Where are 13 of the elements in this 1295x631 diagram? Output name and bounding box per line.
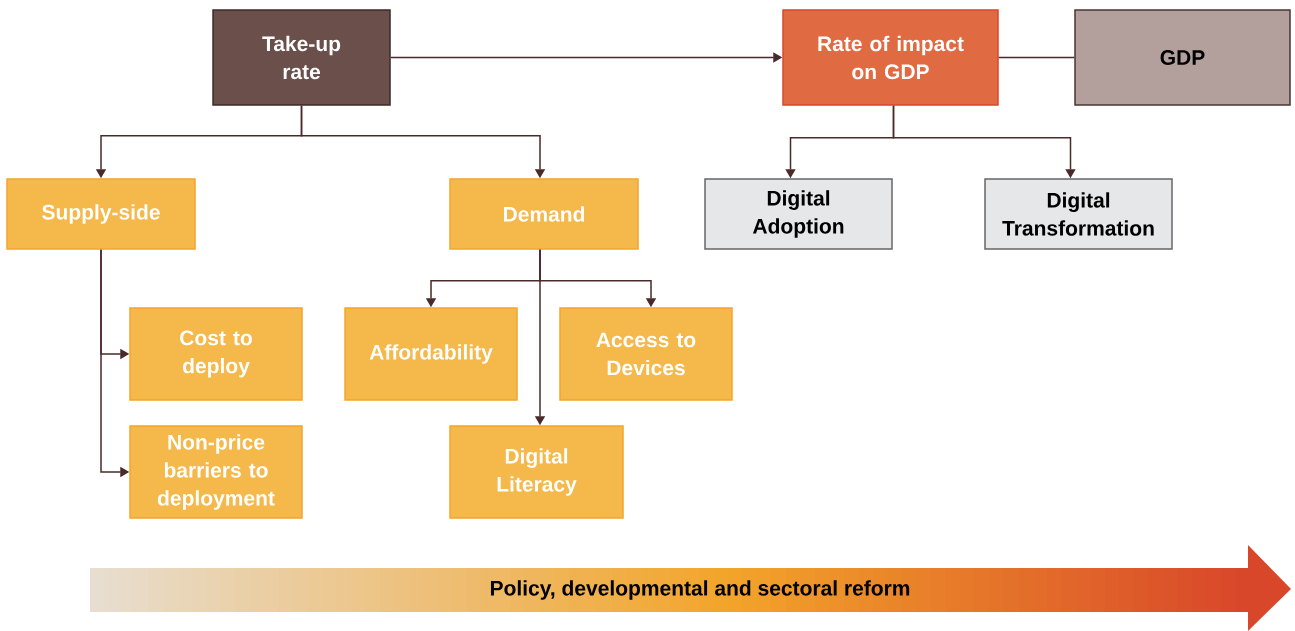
process-box: Non-price barriers to deployment <box>129 425 303 519</box>
process-box: Digital Transformation <box>984 178 1173 250</box>
process-box: Digital Literacy <box>449 425 624 519</box>
process-box: Cost to deploy <box>129 307 303 401</box>
process-box: Affordability <box>344 307 518 401</box>
process-box: Digital Adoption <box>704 178 893 250</box>
process-box: Rate of impact on GDP <box>782 9 999 106</box>
process-box: GDP <box>1074 9 1291 106</box>
node-label: Policy, developmental and sectoral reform <box>490 580 910 600</box>
process-box: Take-up rate <box>212 9 391 106</box>
process-box: Supply-side <box>6 178 196 250</box>
process-box: Access to Devices <box>559 307 733 401</box>
process-box: Demand <box>449 178 639 250</box>
